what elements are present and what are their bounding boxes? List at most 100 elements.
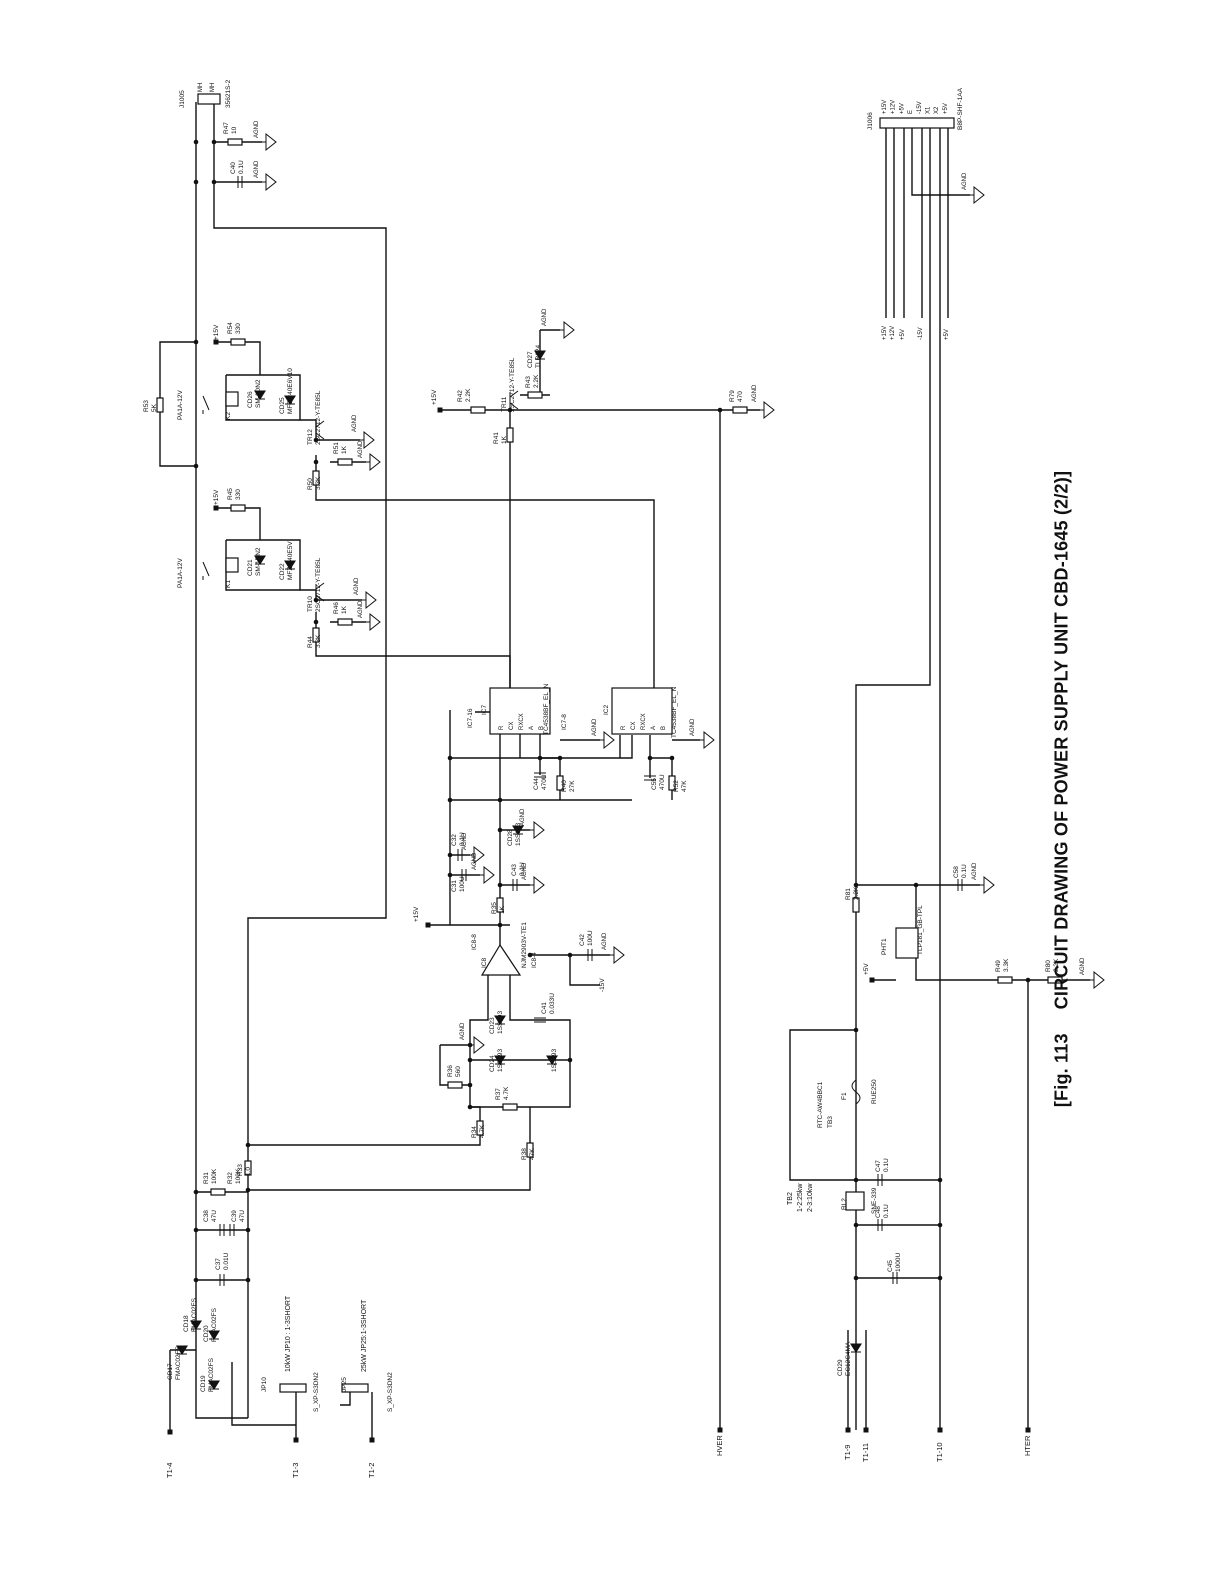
capacitor-value: 0.1U (238, 160, 245, 174)
junction-dot (567, 952, 573, 958)
resistor-ref: R38 (521, 1148, 528, 1160)
agnd-label: AGND (1080, 957, 1086, 975)
diode-part: MFZ-240E5V (287, 541, 294, 580)
capacitor (534, 772, 546, 778)
diode-part: 1SS193 (515, 822, 522, 846)
resistor-ref: R40 (561, 780, 568, 792)
transistor-ref: TR11 (501, 396, 508, 412)
agnd-icon (560, 320, 575, 340)
resistor (556, 775, 564, 791)
diode-ref: CD28 (507, 829, 514, 846)
ic-pin-label: CX (631, 722, 637, 730)
resistor-ref: R31 (203, 1172, 210, 1184)
agnd-label: AGND (352, 414, 358, 432)
resistor-value: 2.2K (465, 388, 472, 402)
resistor-ref: R52 (673, 780, 680, 792)
diode-ref: CD27 (527, 351, 534, 368)
capacitor (219, 1224, 225, 1236)
resistor-ref: R41 (493, 432, 500, 444)
resistor-ref: R32 (227, 1172, 234, 1184)
junction-dot (853, 1275, 859, 1281)
junction-dot (937, 1275, 943, 1281)
relay-contact-part: PA1A-12V (177, 389, 184, 420)
capacitor (644, 775, 656, 781)
resistor-value: 10 (231, 126, 238, 134)
transistor-ref: TR12 (307, 429, 314, 445)
resistor-value: 470 (737, 391, 744, 402)
diode-ref: 1SS193 (551, 1048, 558, 1072)
agnd-label: AGND (522, 862, 528, 880)
junction-dot (193, 339, 199, 345)
net-label: +5V (863, 963, 870, 975)
agnd-label: AGND (358, 600, 364, 618)
ic8-opamp (480, 943, 522, 976)
resistor-value: 2.2K (853, 886, 860, 900)
diode-ref: CD26 (247, 391, 254, 408)
fuse-ref: F1 (841, 1092, 848, 1100)
agnd-label: AGND (254, 120, 260, 138)
junction-dot (467, 1057, 473, 1063)
resistor (230, 338, 246, 346)
jumper-note: 25kW JP25:1-3SHORT (361, 1299, 368, 1372)
net-label: -15V (599, 978, 606, 992)
jumper-part: S_XP-S3DN2 (387, 1372, 394, 1412)
capacitor (957, 879, 963, 891)
transistor-icon (509, 390, 519, 410)
connector-pin: X1 (926, 106, 932, 114)
agnd-icon (366, 612, 381, 632)
wire-rect-b (195, 1362, 248, 1419)
resistor-value: 100K (235, 1168, 242, 1184)
agnd-icon (600, 730, 615, 750)
resistor (337, 458, 353, 466)
diode (850, 1343, 862, 1354)
resistor-ref: R53 (143, 400, 150, 412)
junction-dot (853, 1177, 859, 1183)
resistor-ref: R54 (227, 322, 234, 334)
wire-r81 (856, 884, 917, 930)
ic-sub-label: IC7-8 (561, 714, 568, 730)
junction-dot (245, 1187, 251, 1193)
wire-j1006-6 (855, 126, 931, 1430)
agnd-symbols (262, 132, 1105, 1055)
ic-pin-label: B (539, 726, 545, 730)
terminal-label: HTER (1023, 1435, 1032, 1456)
resistor (502, 1103, 518, 1111)
diode-ref: CD21 (247, 559, 254, 576)
agnd-label: AGND (690, 718, 696, 736)
ic-sub-label: IC8-8 (471, 934, 478, 950)
resistor-value: 1K (499, 905, 506, 914)
wire-n15 (569, 955, 600, 986)
resistor (526, 1142, 534, 1158)
capacitor (457, 849, 463, 861)
diode-part: FMAC02FS (208, 1357, 215, 1392)
agnd-label: AGND (542, 308, 548, 326)
resistor-ref: R42 (457, 390, 464, 402)
junction-dot (527, 952, 533, 958)
j1006-connector (879, 117, 955, 129)
capacitor-ref: C48 (875, 1206, 882, 1218)
resistor (852, 897, 860, 913)
capacitor (534, 1017, 546, 1023)
junction-dot (313, 437, 319, 443)
capacitor (237, 176, 243, 188)
capacitor (229, 1224, 235, 1236)
junction-dot (193, 179, 199, 185)
agnd-icon (480, 865, 495, 885)
diode-part: FMAC02FS (191, 1297, 198, 1332)
jp25-jumper (341, 1383, 369, 1393)
junction-dot (467, 1082, 473, 1088)
resistor-value: 27K (569, 780, 576, 792)
rail-label: +5V (944, 329, 950, 340)
resistor-value: 100K (211, 1168, 218, 1184)
wire-pht-out (915, 955, 1090, 981)
ic-sub-label: IC8-4 (531, 952, 538, 968)
diode-ref: CD22 (279, 563, 286, 580)
wire-rect-c (231, 1362, 296, 1426)
diode (254, 555, 266, 566)
diode-part: SM-1DN2 (255, 379, 262, 408)
terminal-pad (425, 922, 431, 928)
relay-part: SNE-339 (871, 1187, 878, 1214)
junction-dot (937, 1222, 943, 1228)
capacitor-value: 47U (239, 1210, 246, 1222)
